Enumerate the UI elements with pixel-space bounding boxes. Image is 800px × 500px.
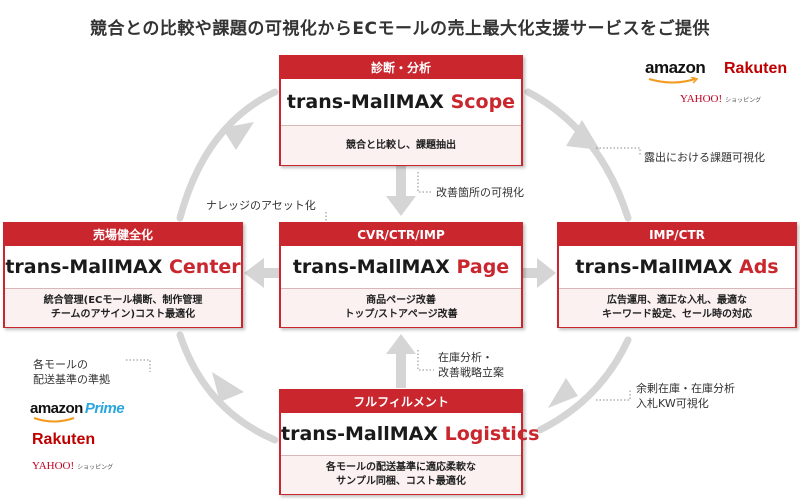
cycle-arrowhead <box>566 120 600 150</box>
arrow-scope-to-page-head <box>386 196 416 216</box>
cycle-arrowhead <box>222 122 254 150</box>
leader-line <box>417 350 434 371</box>
cycle-arc-bottom-right <box>536 336 632 434</box>
cycle-arc-bottom-left <box>176 331 279 444</box>
note-exposure-issues: 露出における課題可視化 <box>644 151 765 164</box>
service-description: 各モールの配送基準に適応柔軟な サンプル同梱、コスト最適化 <box>281 456 521 494</box>
note-line: 余剰在庫・在庫分析 <box>636 382 735 395</box>
service-description: 統合管理(ECモール横断、制作管理 チームのアサイン)コスト最適化 <box>5 289 241 327</box>
arrow-logistics-to-page-head <box>386 334 416 354</box>
service-name: trans-MallMAX Page <box>281 246 521 289</box>
desc-line: 統合管理(ECモール横断、制作管理 <box>43 295 203 306</box>
note-line: 配送基準の準拠 <box>33 373 110 386</box>
note-line: 各モールの <box>33 358 88 371</box>
brand-prefix: trans-MallMAX <box>575 256 733 278</box>
service-suffix: Center <box>168 256 241 278</box>
logo-text: Prime <box>84 400 125 417</box>
service-box-center: 売場健全化 trans-MallMAX Center 統合管理(ECモール横断、… <box>3 222 243 328</box>
logo-text: amazon <box>30 400 83 417</box>
service-description: 商品ページ改善 トップ/ストアページ改善 <box>281 289 521 327</box>
desc-line: 広告運用、適正な入札、最適な <box>607 295 747 306</box>
category-label: フルフィルメント <box>281 391 521 413</box>
desc-line: トップ/ストアページ改善 <box>344 309 458 320</box>
service-name: trans-MallMAX Center <box>5 246 241 289</box>
service-suffix: Page <box>456 256 510 278</box>
note-shipping-standards: 各モールの 配送基準の準拠 <box>33 357 110 387</box>
amazon-logo: amazon <box>645 58 706 84</box>
yahoo-shopping-logo: YAHOO!ショッピング <box>680 93 761 105</box>
cycle-arrowhead <box>548 378 578 408</box>
cycle-arc-top-left <box>176 88 279 222</box>
service-box-ads: IMP/CTR trans-MallMAX Ads 広告運用、適正な入札、最適な… <box>557 222 797 328</box>
service-description: 広告運用、適正な入札、最適な キーワード設定、セール時の対応 <box>559 289 795 327</box>
arrow-scope-to-page-shaft <box>396 164 406 198</box>
note-line: 在庫分析・ <box>438 351 493 364</box>
desc-line: キーワード設定、セール時の対応 <box>602 309 752 320</box>
desc-line: 競合と比較し、課題抽出 <box>346 139 456 151</box>
service-suffix: Scope <box>450 91 516 113</box>
page-title: 競合との比較や課題の可視化からECモールの売上最大化支援サービスをご提供 <box>90 19 710 39</box>
category-label: IMP/CTR <box>559 224 795 246</box>
note-inventory-analysis: 在庫分析・ 改善戦略立案 <box>438 350 504 380</box>
arrow-page-to-center-head <box>244 258 264 288</box>
arrow-logistics-to-page-shaft <box>396 352 406 388</box>
cycle-arrowhead <box>212 372 244 402</box>
service-box-scope: 診断・分析 trans-MallMAX Scope 競合と比較し、課題抽出 <box>279 55 523 166</box>
category-label: CVR/CTR/IMP <box>281 224 521 246</box>
logo-text: amazon <box>645 58 706 77</box>
logo-text: YAHOO! <box>32 460 75 472</box>
note-line: 改善戦略立案 <box>438 366 504 379</box>
brand-prefix: trans-MallMAX <box>292 256 450 278</box>
service-description: 競合と比較し、課題抽出 <box>281 126 521 165</box>
desc-line: 各モールの配送基準に適応柔軟な <box>326 462 476 473</box>
category-label: 診断・分析 <box>281 57 521 79</box>
category-label: 売場健全化 <box>5 224 241 246</box>
amazon-smile-icon <box>648 77 699 84</box>
yahoo-shopping-logo: YAHOO!ショッピング <box>32 460 113 472</box>
note-surplus-inventory: 余剰在庫・在庫分析 入札KW可視化 <box>636 381 735 411</box>
leader-line <box>596 147 641 156</box>
service-box-logistics: フルフィルメント trans-MallMAX Logistics 各モールの配送… <box>279 389 539 495</box>
brand-prefix: trans-MallMAX <box>281 423 439 445</box>
service-suffix: Ads <box>739 256 779 278</box>
amazon-smile-icon <box>33 417 75 423</box>
service-name: trans-MallMAX Logistics <box>281 413 539 456</box>
rakuten-logo: Rakuten <box>724 60 788 77</box>
note-improvement-points: 改善箇所の可視化 <box>436 186 524 199</box>
leader-line <box>126 359 151 372</box>
desc-line: 商品ページ改善 <box>366 295 436 306</box>
note-line: 入札KW可視化 <box>636 397 709 410</box>
cycle-arc-top-right <box>524 88 632 222</box>
arrow-page-to-ads-shaft <box>521 268 539 278</box>
arrow-page-to-center-shaft <box>262 268 282 278</box>
leader-line <box>417 172 432 193</box>
brand-prefix: trans-MallMAX <box>286 91 444 113</box>
desc-line: チームのアサイン)コスト最適化 <box>50 309 196 320</box>
service-suffix: Logistics <box>444 423 540 445</box>
service-name: trans-MallMAX Scope <box>281 79 521 126</box>
desc-line: サンプル同梱、コスト最適化 <box>336 476 466 487</box>
leader-line <box>596 390 631 401</box>
arrow-page-to-ads-head <box>537 258 556 288</box>
service-box-page: CVR/CTR/IMP trans-MallMAX Page 商品ページ改善 ト… <box>279 222 523 328</box>
note-knowledge-assets: ナレッジのアセット化 <box>206 199 316 212</box>
rakuten-logo: Rakuten <box>32 431 96 448</box>
service-name: trans-MallMAX Ads <box>559 246 795 289</box>
logo-subtext: ショッピング <box>725 97 762 104</box>
logo-subtext: ショッピング <box>77 464 114 471</box>
logo-text: YAHOO! <box>680 93 723 105</box>
brand-prefix: trans-MallMAX <box>5 256 163 278</box>
